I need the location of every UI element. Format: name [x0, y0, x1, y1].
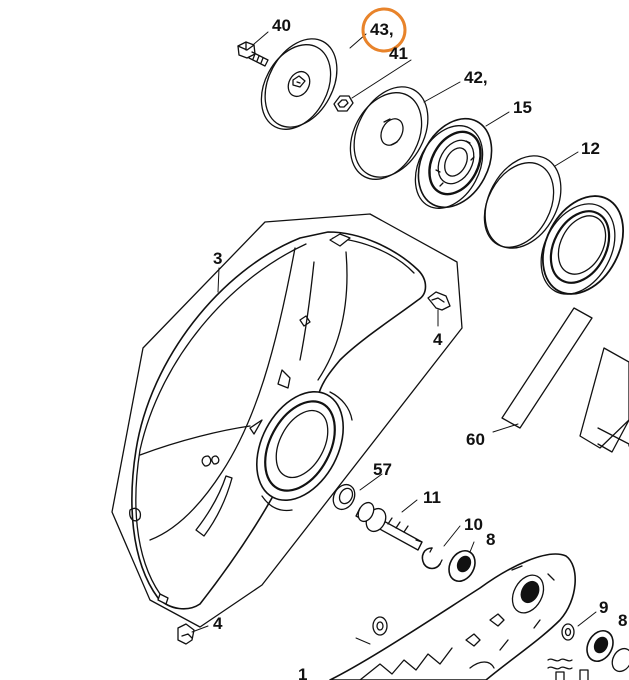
callout-43-highlight-ring [361, 7, 407, 53]
part-3-guard[interactable] [129, 231, 427, 610]
part-1-housing[interactable] [329, 553, 576, 680]
callout-42[interactable]: 42, [464, 68, 488, 87]
callout-40[interactable]: 40 [272, 16, 291, 35]
callout-labels: 40 43, 41 42, 15 12 3 4 60 57 11 10 8 4 … [213, 16, 627, 680]
callout-3[interactable]: 3 [213, 249, 222, 268]
part-42-thrust-washer[interactable] [336, 74, 443, 192]
part-8-bearing-lower[interactable] [582, 626, 629, 675]
part-8-bearing-upper[interactable] [444, 546, 480, 586]
part-4-clip-lower[interactable] [177, 623, 195, 645]
part-10-circlip[interactable] [421, 547, 443, 570]
part-41-washer[interactable] [333, 95, 354, 112]
part-43-clamp-washer[interactable] [248, 26, 352, 141]
part-15-bearing-flange[interactable] [402, 106, 506, 220]
part-12-sealing-ring[interactable] [470, 143, 576, 261]
part-ring-seal[interactable] [526, 182, 629, 308]
part-60-plates[interactable] [501, 307, 629, 453]
leader-lines [191, 31, 597, 645]
callout-9[interactable]: 9 [599, 598, 608, 617]
part-3-guard-outline[interactable] [111, 213, 463, 628]
callout-12[interactable]: 12 [581, 139, 600, 158]
part-9-washer[interactable] [561, 623, 575, 641]
callout-60[interactable]: 60 [466, 430, 485, 449]
part-57-seal[interactable] [329, 481, 359, 513]
callout-10[interactable]: 10 [464, 515, 483, 534]
part-spring-and-screws[interactable] [547, 658, 589, 680]
callout-15[interactable]: 15 [513, 98, 532, 117]
part-11-shaft[interactable] [355, 500, 423, 551]
callout-8-lower[interactable]: 8 [618, 611, 627, 630]
callout-41[interactable]: 41 [389, 44, 408, 63]
callout-4-lower[interactable]: 4 [213, 614, 223, 633]
callout-8-upper[interactable]: 8 [486, 530, 495, 549]
part-40-bolt[interactable] [237, 41, 269, 67]
callout-57[interactable]: 57 [373, 460, 392, 479]
callout-1[interactable]: 1 [298, 665, 307, 680]
part-4-clip-upper[interactable] [427, 291, 451, 311]
callout-43[interactable]: 43, [370, 20, 394, 39]
callout-11[interactable]: 11 [423, 488, 441, 507]
part-small-nut[interactable] [372, 616, 388, 636]
callout-4-upper[interactable]: 4 [433, 330, 443, 349]
